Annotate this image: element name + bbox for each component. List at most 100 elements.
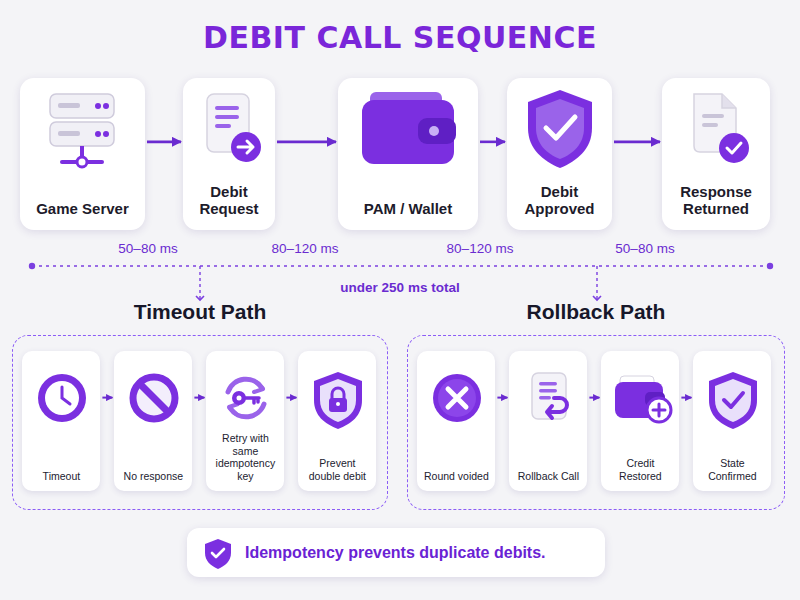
- wallet-icon-part: [429, 126, 439, 136]
- document-check-icon-part: [702, 114, 724, 118]
- step-card: Timeout: [22, 351, 100, 491]
- node-label: Retry with same idempotency key: [211, 432, 279, 482]
- server-icon-part: [50, 122, 114, 146]
- document-undo-icon-part: [539, 382, 557, 386]
- retry-key-icon-part: [229, 404, 238, 414]
- shield-check-icon: [528, 90, 592, 168]
- shield-check-icon-part: [709, 372, 757, 429]
- branch-pointer-part: [596, 266, 597, 300]
- document-check-icon-part: [722, 94, 736, 108]
- path-group: Rollback PathRound voidedRollback CallCr…: [407, 335, 785, 510]
- document-icon-part: [231, 132, 261, 162]
- document-icon-part: [238, 141, 253, 153]
- shield-lock-icon-part: [336, 402, 340, 406]
- server-icon: [50, 94, 114, 167]
- shield-check-icon: [205, 539, 231, 569]
- step-card: Prevent double debit: [298, 351, 376, 491]
- note-banner: Idempotency prevents duplicate debits.: [187, 528, 605, 577]
- retry-key-icon-part: [254, 382, 263, 392]
- wallet-plus-icon-part: [647, 398, 671, 422]
- node-label: Idempotency prevents duplicate debits.: [245, 544, 546, 562]
- document-check-icon: [694, 94, 749, 163]
- wallet-plus-icon-part: [615, 382, 663, 418]
- shield-lock-icon: [314, 372, 362, 429]
- shield-check-icon-part: [528, 90, 592, 168]
- wallet-plus-icon-part: [653, 404, 665, 416]
- node-label: Credit Restored: [606, 457, 674, 482]
- retry-key-icon-part: [232, 391, 246, 405]
- latency-label: 80–120 ms: [272, 241, 339, 256]
- shield-lock-icon-part: [332, 388, 344, 399]
- shield-check-icon-part: [536, 99, 584, 159]
- latency-label: 50–80 ms: [118, 241, 177, 256]
- node-label: Round voided: [424, 470, 489, 483]
- server-icon-part: [62, 160, 102, 164]
- node-label: Prevent double debit: [303, 457, 371, 482]
- server-icon-part: [95, 131, 101, 137]
- document-check-icon-part: [702, 123, 718, 127]
- server-icon-part: [103, 131, 109, 137]
- wallet-icon: [362, 92, 456, 164]
- flow-arrow: [497, 397, 507, 399]
- step-card: Round voided: [417, 351, 495, 491]
- document-icon: [207, 94, 261, 162]
- server-icon-part: [58, 131, 80, 136]
- latency-label: 50–80 ms: [615, 241, 674, 256]
- document-check-icon-part: [719, 133, 749, 163]
- timeline-line-part: [32, 265, 770, 267]
- x-circle-icon-part: [438, 379, 476, 417]
- shield-lock-icon-part: [329, 398, 347, 412]
- retry-key-icon-part: [237, 396, 242, 401]
- flow-arrow: [147, 141, 181, 144]
- retry-key-icon-part: [245, 398, 259, 403]
- x-circle-icon-part: [448, 389, 466, 407]
- timeline-line: [29, 263, 773, 269]
- branch-pointer: [200, 266, 597, 300]
- wallet-icon-part: [418, 118, 456, 144]
- process-card: PAM / Wallet: [338, 78, 478, 230]
- flow-arrow: [102, 397, 112, 399]
- wallet-plus-icon-part: [645, 392, 665, 406]
- document-check-icon-part: [694, 94, 736, 152]
- wallet-plus-icon: [615, 376, 671, 422]
- shield-check-icon-part: [724, 393, 743, 407]
- flow-arrow: [286, 397, 296, 399]
- latency-label: 80–120 ms: [447, 241, 514, 256]
- step-card: Retry with same idempotency key: [206, 351, 284, 491]
- document-icon-part: [215, 124, 231, 128]
- clock-icon-part: [62, 387, 70, 404]
- document-icon-part: [215, 106, 239, 110]
- wallet-icon-part: [362, 100, 454, 164]
- clock-icon: [38, 374, 86, 422]
- document-icon-part: [215, 115, 239, 119]
- document-undo-icon: [532, 373, 567, 419]
- process-card: Game Server: [20, 78, 145, 230]
- server-icon-part: [77, 157, 87, 167]
- x-circle-icon-part: [433, 374, 481, 422]
- wallet-plus-icon-part: [620, 376, 654, 388]
- shield-lock-icon-part: [320, 379, 356, 422]
- node-label: Timeout: [43, 470, 81, 483]
- shield-check-icon-part: [715, 379, 751, 422]
- timeline-line-part: [767, 263, 773, 269]
- node-label: Rollback Call: [518, 470, 579, 483]
- retry-key-icon: [228, 379, 264, 417]
- flow-arrow: [589, 397, 599, 399]
- document-icon-part: [207, 94, 249, 152]
- group-heading: Rollback Path: [408, 300, 784, 324]
- server-icon-part: [103, 103, 109, 109]
- x-circle-icon: [433, 374, 481, 422]
- shield-lock-icon-part: [314, 372, 362, 429]
- step-card: State Confirmed: [693, 351, 771, 491]
- document-undo-icon-part: [539, 396, 551, 400]
- group-heading: Timeout Path: [13, 300, 387, 324]
- branch-pointer-part: [199, 266, 200, 300]
- path-group: Timeout PathTimeoutNo responseRetry with…: [12, 335, 388, 510]
- node-label: State Confirmed: [698, 457, 766, 482]
- node-label: Debit Request: [189, 183, 269, 218]
- server-icon-part: [58, 103, 80, 108]
- process-card: Response Returned: [662, 78, 770, 230]
- shield-check-icon: [709, 372, 757, 429]
